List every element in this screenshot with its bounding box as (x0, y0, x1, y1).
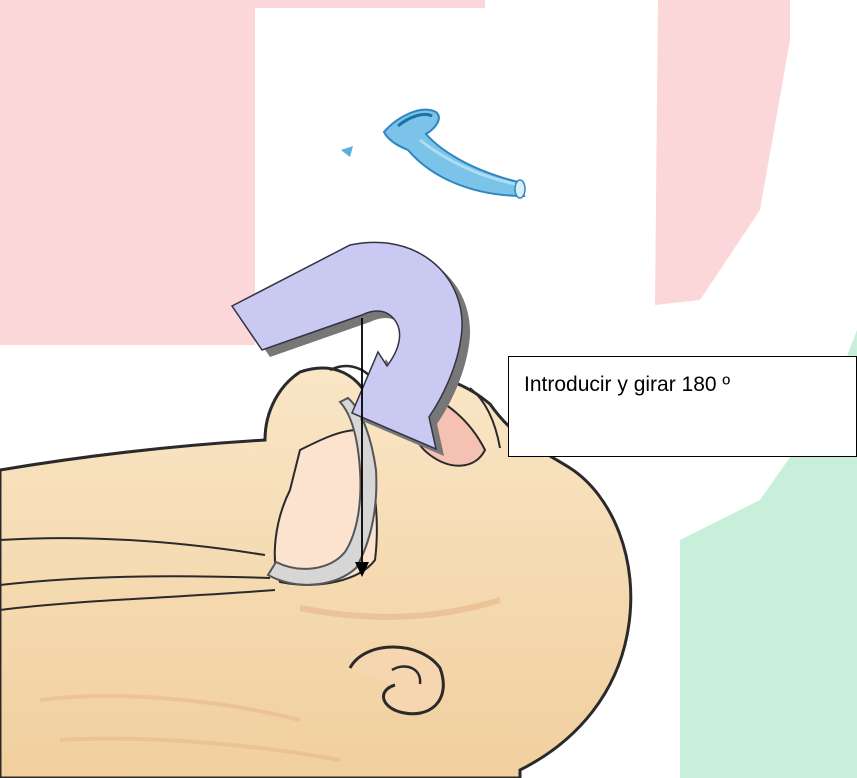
background-pink-band (655, 0, 790, 305)
oropharyngeal-airway-icon (341, 110, 525, 198)
instruction-callout: Introducir y girar 180 º (508, 356, 857, 457)
callout-text: Introducir y girar 180 º (524, 373, 730, 396)
